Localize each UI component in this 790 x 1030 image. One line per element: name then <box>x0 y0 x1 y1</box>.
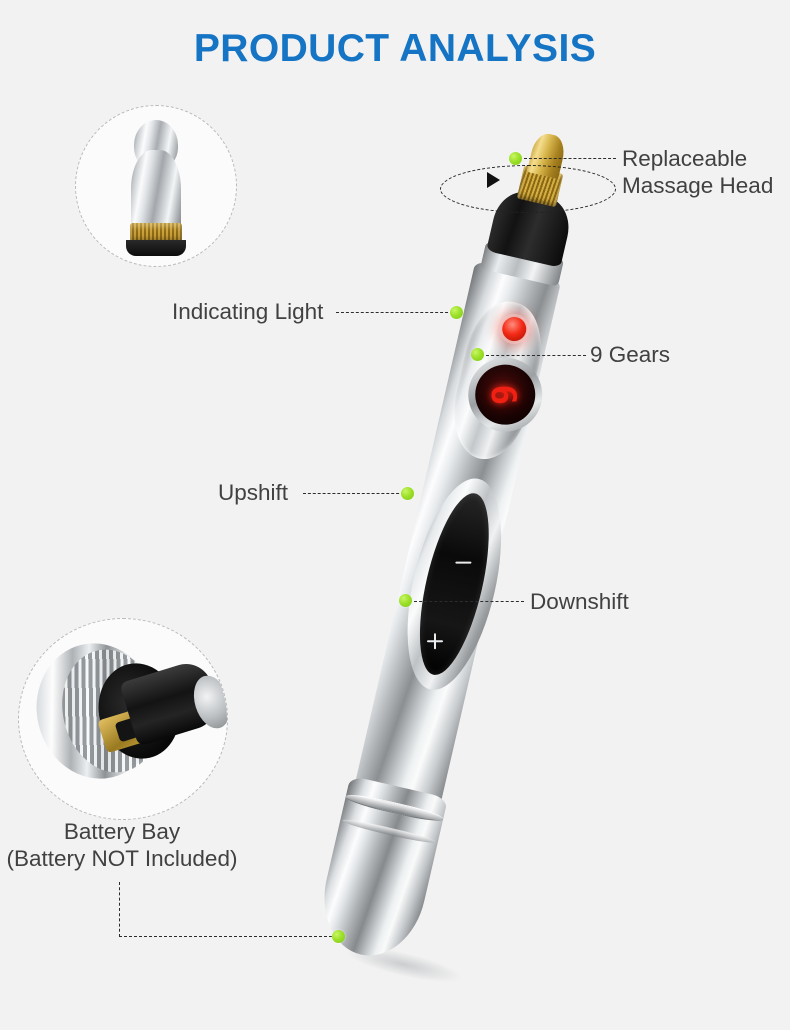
massage-head-gold-threads <box>130 223 182 243</box>
label-replaceable-massage-head-line2: Massage Head <box>622 173 774 198</box>
upshift-minus-symbol[interactable] <box>455 561 472 564</box>
massage-head-inset <box>75 105 237 267</box>
massage-head-black-base <box>126 240 186 256</box>
label-battery-bay-line2: (Battery NOT Included) <box>6 846 238 871</box>
label-9-gears: 9 Gears <box>590 342 671 367</box>
marker-dot-battery-bay <box>332 930 345 943</box>
leader-battery-bay-vertical <box>119 882 120 937</box>
label-replaceable-massage-head-line1: Replaceable <box>622 146 748 171</box>
marker-dot-downshift <box>399 594 412 607</box>
leader-indicating-light <box>336 312 453 313</box>
massage-head-illustration <box>118 120 194 256</box>
marker-dot-upshift <box>401 487 414 500</box>
page-title: PRODUCT ANALYSIS <box>193 27 597 70</box>
label-upshift: Upshift <box>218 480 289 505</box>
label-indicating-light: Indicating Light <box>172 299 324 324</box>
battery-bay-inset <box>18 618 228 820</box>
marker-dot-indicating-light <box>450 306 463 319</box>
label-downshift: Downshift <box>530 589 629 614</box>
leader-battery-bay-horizontal <box>119 936 337 937</box>
battery-bay-illustration <box>19 619 227 819</box>
rotation-ellipse-icon <box>440 165 616 213</box>
massage-pen-device: 9 <box>235 130 576 990</box>
rotation-arrow-icon <box>487 172 500 188</box>
leader-gears <box>486 355 586 356</box>
marker-dot-gears <box>471 348 484 361</box>
marker-dot-massage-head <box>509 152 522 165</box>
leader-massage-head <box>524 158 616 159</box>
leader-upshift <box>303 493 404 494</box>
gear-display-digit: 9 <box>485 384 526 406</box>
leader-downshift <box>414 601 524 602</box>
massage-head-body <box>131 150 181 235</box>
downshift-plus-symbol[interactable] <box>427 633 443 649</box>
label-battery-bay-line1: Battery Bay <box>63 819 181 844</box>
